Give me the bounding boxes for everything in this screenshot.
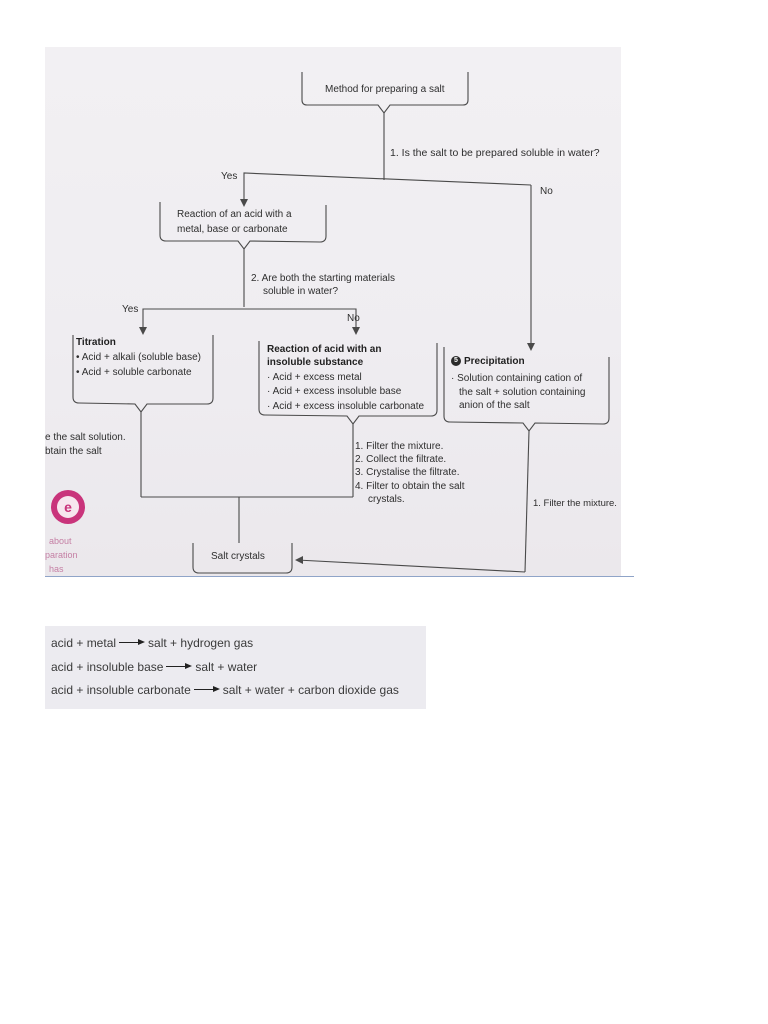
titration-item-1: • Acid + alkali (soluble base) [76,352,201,363]
titration-item-2-text: Acid + soluble carbonate [81,367,192,378]
titration-heading: Titration [76,337,116,348]
precipitation-line-1: · Solution containing cation of [451,373,583,384]
salt-crystals-label: Salt crystals [211,551,265,562]
q2-no-label: No [347,313,360,324]
precipitation-line-2: the salt + solution containing [459,387,586,398]
question-1: 1. Is the salt to be prepared soluble in… [390,147,600,159]
step-2-number: 2. [355,454,364,465]
arrow-icon [193,685,220,695]
arrow-head-left [240,199,248,207]
photo-divider [45,576,634,577]
reaction-box-line-1: Reaction of an acid with a [177,209,292,220]
logo-inner: e [57,496,79,518]
step-2-text: Collect the filtrate. [366,454,447,465]
step-4: 4. Filter to obtain the salt [355,481,465,494]
flowchart-photo: Method for preparing a salt 1. Is the sa… [45,47,621,576]
flowchart-title: Method for preparing a salt [325,84,445,95]
arrow-head-salt [295,556,303,564]
sidebar-text-1: about [49,536,72,546]
insoluble-item-1-text: Acid + excess metal [272,372,362,383]
q1-no-label: No [540,186,553,197]
step-3-number: 3. [355,467,364,478]
insoluble-heading-line-2: insoluble substance [267,357,364,368]
step-3: 3. Crystalise the filtrate. [355,467,460,480]
question-2-line-2: soluble in water? [263,286,339,297]
step-4-text: Filter to obtain the salt [366,481,465,492]
equation-2-left: acid + insoluble base [51,660,164,674]
step-2: 2. Collect the filtrate. [355,454,446,467]
arrow-head-yes2 [139,327,147,335]
precipitation-step: 1. Filter the mixture. [533,498,617,509]
equation-3-right: salt + water + carbon dioxide gas [222,683,399,697]
equation-3: acid + insoluble carbonate salt + water … [51,683,399,697]
equation-1: acid + metal salt + hydrogen gas [51,636,253,650]
titration-item-1-text: Acid + alkali (soluble base) [81,352,201,363]
step-1-text: Filter the mixture. [366,441,444,452]
cut-text-line-1: e the salt solution. [45,432,126,443]
arrow-icon [166,662,193,672]
cut-text-line-2: btain the salt [45,446,102,457]
equation-2: acid + insoluble base salt + water [51,660,257,674]
q1-yes-label: Yes [221,171,238,182]
arrow-head-right [527,343,535,351]
equation-1-right: salt + hydrogen gas [148,636,254,650]
insoluble-heading-line-1: Reaction of acid with an [267,344,382,355]
insoluble-item-3: · Acid + excess insoluble carbonate [267,401,425,412]
precipitation-heading-text: Precipitation [464,356,525,367]
arrow-head-no2 [352,327,360,335]
sidebar-text-2: paration [45,550,78,560]
arrow-icon [119,638,146,648]
equation-1-left: acid + metal [51,636,117,650]
sidebar-text-3: has [49,564,64,574]
q2-yes-label: Yes [122,304,139,315]
step-4-number: 4. [355,481,364,492]
reaction-box-line-2: metal, base or carbonate [177,224,288,235]
book-logo-icon: e [51,490,85,524]
precipitation-line-3: anion of the salt [459,400,530,411]
equation-2-right: salt + water [195,660,258,674]
step-1: 1. Filter the mixture. [355,441,443,454]
precipitation-line-1-text: Solution containing cation of [457,373,583,384]
insoluble-item-3-text: Acid + excess insoluble carbonate [272,401,425,412]
equations-panel: acid + metal salt + hydrogen gas acid + … [45,626,426,709]
equation-3-left: acid + insoluble carbonate [51,683,191,697]
flowchart-lines [72,72,610,574]
salt-crystals-box [192,543,293,574]
titration-item-2: • Acid + soluble carbonate [76,367,192,378]
question-2-line-1: 2. Are both the starting materials [251,273,395,284]
insoluble-item-2: · Acid + excess insoluble base [267,386,402,397]
step-4-continued: crystals. [368,494,405,505]
step-badge-icon: 5 [451,356,461,367]
insoluble-item-2-text: Acid + excess insoluble base [272,386,402,397]
step-3-text: Crystalise the filtrate. [366,467,460,478]
step-1-number: 1. [355,441,364,452]
insoluble-item-1: · Acid + excess metal [267,372,362,383]
